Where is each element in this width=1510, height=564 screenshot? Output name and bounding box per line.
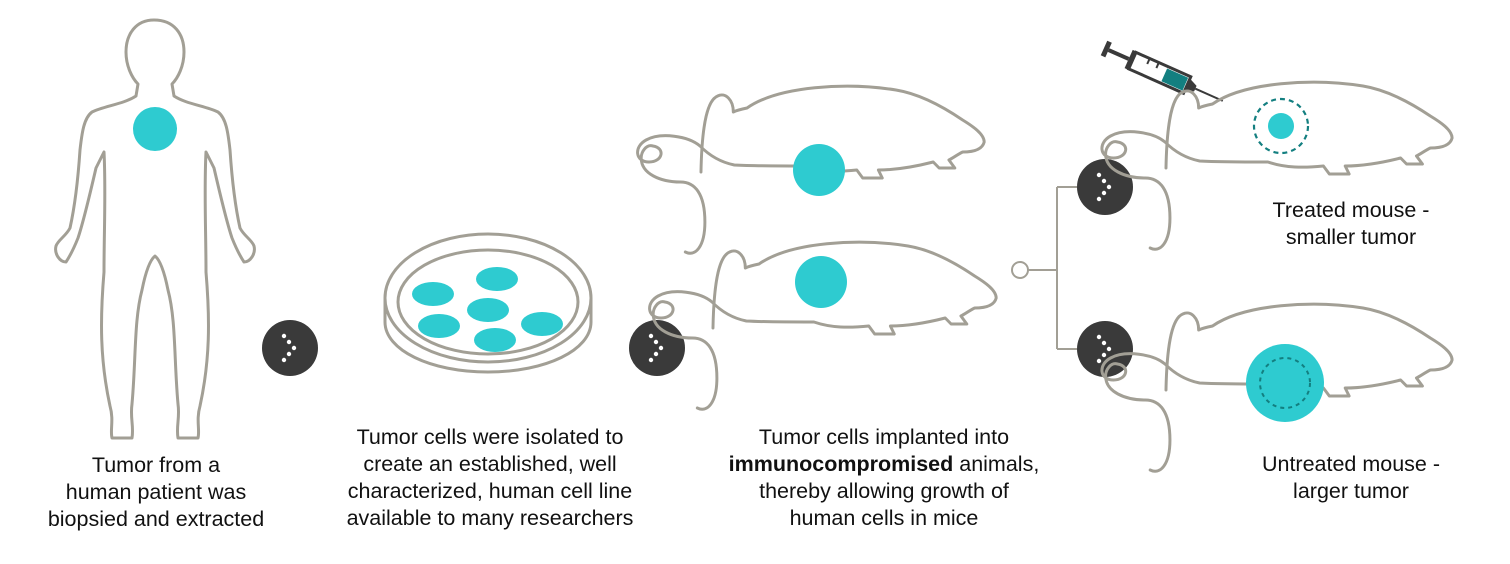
implanted-tumor-icon xyxy=(793,144,845,196)
cell-icon xyxy=(474,328,516,352)
implanted-tumor-icon xyxy=(795,256,847,308)
arrow-1-icon xyxy=(262,320,318,376)
arrow-2-icon xyxy=(629,320,685,376)
step-2-caption: Tumor cells were isolated to create an e… xyxy=(330,424,650,532)
treated-line-2: smaller tumor xyxy=(1285,225,1417,249)
original-tumor-outline xyxy=(1259,357,1311,409)
untreated-line-1: Untreated mouse - xyxy=(1261,452,1441,476)
petri-dish-icon xyxy=(383,232,593,374)
cell-icon xyxy=(476,267,518,291)
step-3-caption: Tumor cells implanted into immunocomprom… xyxy=(714,424,1054,532)
step-3-line-2: immunocompromised animals, xyxy=(714,451,1054,478)
step-3-line-3: thereby allowing growth of xyxy=(759,479,1009,503)
cell-icon xyxy=(412,282,454,306)
step-2-line-2: create an established, well xyxy=(363,452,617,476)
human-body-icon xyxy=(54,18,256,440)
step-3-bold-term: immunocompromised xyxy=(728,452,954,476)
arrow-treated-icon xyxy=(1077,159,1133,215)
cell-icon xyxy=(521,312,563,336)
treated-line-1: Treated mouse - xyxy=(1272,198,1430,222)
step-2-line-3: characterized, human cell line xyxy=(347,479,633,503)
step-3-line-4: human cells in mice xyxy=(789,506,979,530)
small-tumor-icon xyxy=(1268,113,1294,139)
cell-icon xyxy=(418,314,460,338)
untreated-line-2: larger tumor xyxy=(1293,479,1409,503)
step-2-line-1: Tumor cells were isolated to xyxy=(356,425,624,449)
original-tumor-outline xyxy=(1252,97,1310,155)
step-1-line-2: human patient was xyxy=(65,480,247,504)
branch-connector xyxy=(1011,186,1077,350)
treated-caption: Treated mouse - smaller tumor xyxy=(1236,197,1466,251)
large-tumor-icon xyxy=(1246,344,1324,422)
step-2-line-4: available to many researchers xyxy=(346,506,634,530)
cell-icon xyxy=(467,298,509,322)
syringe-icon xyxy=(1100,40,1224,102)
tumor-icon xyxy=(133,107,177,151)
step-3-line-1: Tumor cells implanted into xyxy=(758,425,1010,449)
step-1-line-3: biopsied and extracted xyxy=(47,507,265,531)
untreated-caption: Untreated mouse - larger tumor xyxy=(1236,451,1466,505)
step-1-line-1: Tumor from a xyxy=(91,453,221,477)
step-3-line-2-rest: animals, xyxy=(953,452,1040,476)
step-1-caption: Tumor from a human patient was biopsied … xyxy=(36,452,276,533)
